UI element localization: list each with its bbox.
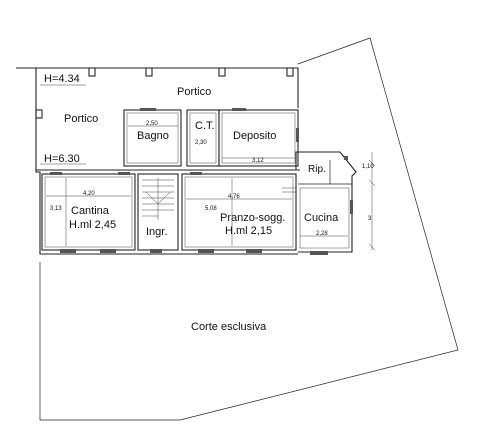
label-cantina: Cantina (71, 205, 110, 217)
room-kitchen-outline (295, 151, 357, 253)
room-deposito-inner (221, 112, 296, 164)
dim-ct-height: 2,30 (195, 140, 207, 146)
label-portico-left: Portico (64, 113, 98, 125)
window (246, 249, 262, 253)
label-ct: C.T. (195, 120, 215, 132)
lower-block-outline (35, 168, 298, 255)
dimension-tick (368, 243, 376, 251)
courtyard-boundary (39, 37, 459, 421)
label-bagno: Bagno (137, 130, 169, 142)
room-cantina-wall (41, 173, 136, 251)
label-cucina: Cucina (304, 212, 339, 224)
dim-cantina-width: 4,20 (83, 191, 95, 197)
room-pranzo-inner (184, 176, 294, 248)
label-corte: Corte esclusiva (191, 321, 267, 333)
dim-cucina-width: 2,28 (316, 231, 328, 237)
label-portico-top: Portico (177, 86, 211, 98)
room-pranzo-wall (181, 173, 297, 251)
height-label-upper: H=4.34 (44, 73, 80, 85)
window (344, 156, 348, 160)
pillar (88, 67, 96, 77)
pillar (286, 67, 294, 77)
portico-outline (16, 67, 299, 108)
window (310, 251, 328, 255)
pillar (35, 109, 43, 119)
label-pranzo: Pranzo-sogg. (220, 212, 285, 224)
room-bagno-inner (126, 112, 179, 164)
dimension-tick (368, 179, 376, 187)
label-ingr: Ingr. (146, 226, 167, 238)
label-pranzo-height: H.ml 2,15 (225, 225, 272, 237)
window (118, 172, 130, 175)
window (232, 108, 246, 111)
window (60, 249, 76, 253)
dim-pranzo-width: 4,76 (228, 194, 240, 200)
room-ct-wall (186, 109, 220, 167)
dim-cantina-height: 3,13 (50, 206, 62, 212)
window (296, 128, 299, 142)
window (150, 249, 162, 253)
room-ct-inner (189, 112, 217, 164)
dimension-tick (368, 159, 376, 167)
label-rip: Rip. (308, 164, 326, 175)
pillar (218, 67, 226, 77)
height-label-lower: H=6.30 (44, 153, 80, 165)
window (100, 249, 116, 253)
stair-steps (142, 178, 174, 220)
label-cantina-height: H.ml 2,45 (69, 219, 116, 231)
room-cantina-inner (44, 176, 133, 248)
dim-side-bottom: 3 (368, 216, 372, 222)
dim-bagno-width: 2,50 (146, 121, 158, 127)
label-deposito: Deposito (233, 130, 276, 142)
window (50, 172, 62, 175)
dim-deposito-width: 3,12 (252, 158, 264, 164)
window (198, 249, 214, 253)
dim-side-top: 1,10 (362, 164, 374, 170)
pillar (145, 67, 153, 77)
window (140, 108, 156, 111)
window (190, 172, 202, 175)
room-cucina-inner (299, 187, 350, 249)
dim-pranzo-height: 5,08 (205, 206, 217, 212)
window (350, 200, 353, 214)
